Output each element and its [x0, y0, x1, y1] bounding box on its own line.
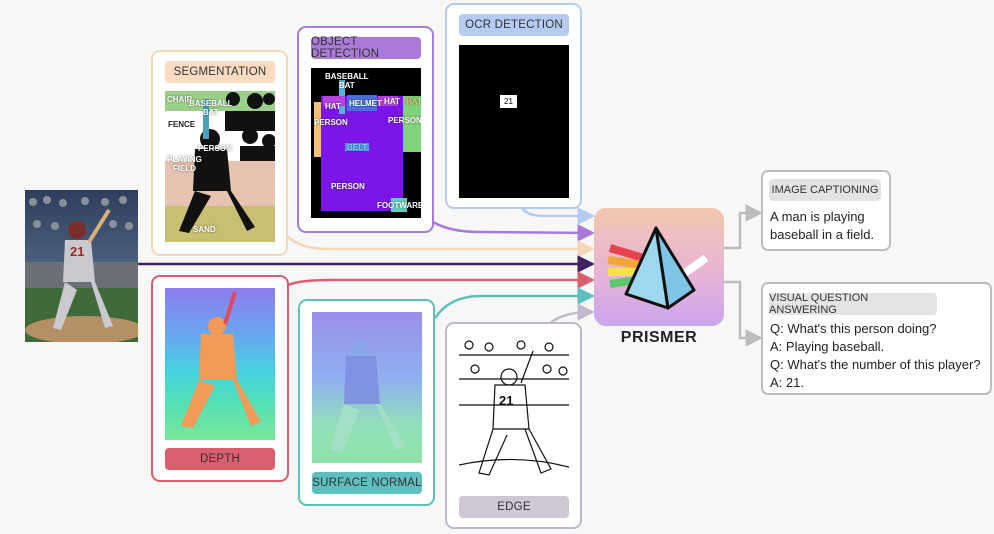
object-detection-title: OBJECT DETECTION: [311, 36, 421, 60]
arrow-to-captioning: [724, 204, 763, 250]
surface-normal-map: [312, 312, 422, 463]
surface-normal-title: SURFACE NORMAL: [312, 472, 422, 494]
ocr-detection-title: OCR DETECTION: [459, 14, 569, 36]
edge-title: EDGE: [459, 496, 569, 518]
segmentation-map: CHAIR BASEBALL BAT FENCE PERSON PLAYING …: [165, 91, 275, 242]
obj-label-person-left: PERSON: [314, 118, 348, 127]
edge-map: 21: [459, 335, 569, 485]
arrow-object-detection: [432, 220, 595, 242]
caption-line-1: A man is playing: [770, 209, 865, 224]
object-detection-card: OBJECT DETECTION BASEBALL BAT HAT HELMET…: [297, 26, 434, 233]
prismer-name: PRISMER: [620, 329, 698, 346]
seg-label-person: PERSON: [198, 144, 232, 153]
vqa-line-2: A: Playing baseball.: [770, 339, 885, 354]
prismer-block: [594, 208, 724, 326]
caption-line-2: baseball in a field.: [770, 227, 875, 242]
obj-label-belt: BELT: [347, 143, 368, 152]
edge-card: 21 EDGE: [445, 322, 582, 529]
obj-label-baseball-bat: BASEBALL BAT: [325, 72, 369, 90]
arrow-surface-normal: [433, 287, 595, 319]
prism-icon: [607, 226, 709, 310]
depth-card: DEPTH: [151, 275, 289, 482]
seg-label-sand: SAND: [193, 225, 216, 234]
seg-label-chair: CHAIR: [167, 95, 193, 104]
ocr-detected-box: 21: [500, 95, 517, 108]
obj-label-hat-center: HAT: [384, 97, 400, 106]
seg-label-baseball-bat: BASEBALL BAT: [189, 99, 233, 117]
arrow-to-vqa: [724, 280, 763, 347]
arrow-segmentation: [286, 235, 595, 258]
vqa-box: VISUAL QUESTION ANSWERING Q: What's this…: [761, 282, 992, 395]
obj-label-person-right: PERSON: [388, 116, 421, 125]
seg-label-fence: FENCE: [168, 120, 196, 129]
obj-label-hat-left: HAT: [325, 102, 341, 111]
image-captioning-title: IMAGE CAPTIONING: [769, 179, 881, 201]
seg-label-playing-field: PLAYING FIELD: [167, 155, 202, 173]
segmentation-title: SEGMENTATION: [165, 61, 275, 83]
ocr-detection-map: 21: [459, 45, 569, 198]
obj-label-footware: FOOTWARE: [377, 201, 421, 210]
obj-label-hat-right: HAT: [406, 97, 421, 106]
edge-player-number: 21: [499, 393, 513, 408]
segmentation-card: SEGMENTATION CHAIR BASEBALL BAT FENCE PE…: [151, 50, 288, 256]
vqa-line-3: Q: What's the number of this player?: [770, 357, 981, 372]
vqa-line-4: A: 21.: [770, 375, 804, 390]
image-captioning-box: IMAGE CAPTIONING A man is playing baseba…: [761, 170, 891, 251]
arrow-depth: [287, 271, 595, 289]
input-image: 21: [25, 190, 138, 342]
obj-label-helmet: HELMET: [349, 99, 382, 108]
obj-label-person-center: PERSON: [331, 182, 365, 191]
depth-map: [165, 288, 275, 440]
surface-normal-card: SURFACE NORMAL: [298, 299, 435, 506]
vqa-line-1: Q: What's this person doing?: [770, 321, 937, 336]
player-number: 21: [70, 244, 84, 259]
vqa-title: VISUAL QUESTION ANSWERING: [769, 292, 937, 316]
object-detection-map: BASEBALL BAT HAT HELMET HAT HAT PERSON P…: [311, 68, 421, 218]
ocr-detection-card: OCR DETECTION 21: [445, 3, 582, 209]
depth-title: DEPTH: [165, 448, 275, 470]
